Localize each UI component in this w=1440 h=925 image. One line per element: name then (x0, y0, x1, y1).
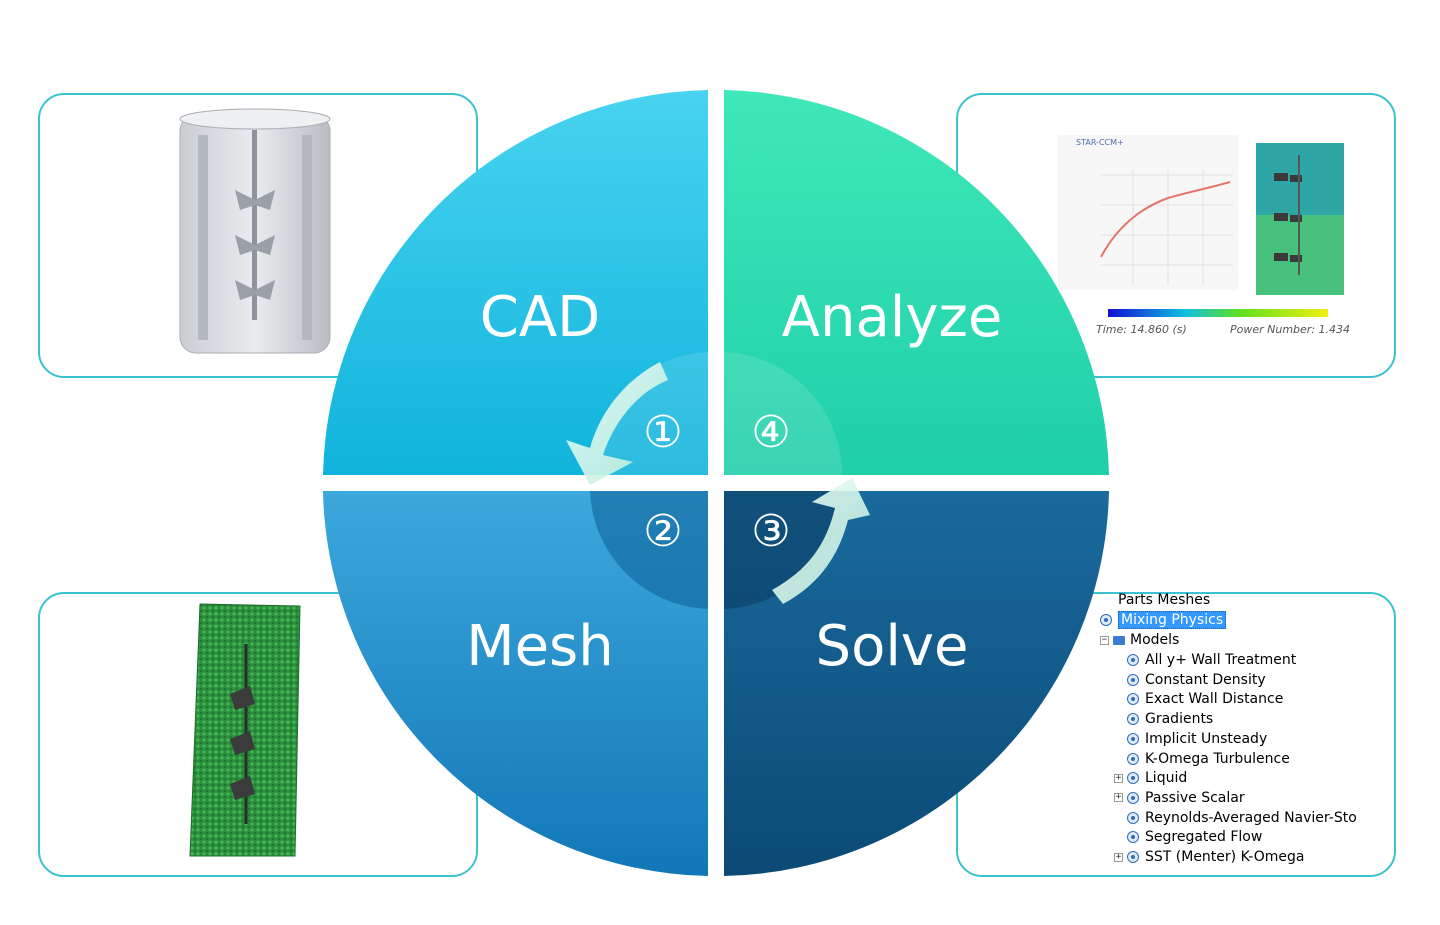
step-number-2: ② (643, 506, 682, 557)
tree-header-partial-label: Parts Meshes (1118, 592, 1211, 608)
expand-icon[interactable]: + (1114, 851, 1123, 862)
tree-item[interactable]: All y+ Wall Treatment (1114, 650, 1296, 670)
cad-tank-image (179, 108, 331, 354)
tree-item[interactable]: K-Omega Turbulence (1114, 749, 1290, 769)
hub-solve (724, 491, 842, 609)
quadrant-analyze[interactable] (724, 90, 1109, 475)
model-icon (1127, 693, 1139, 706)
tree-item-label: Constant Density (1145, 671, 1266, 688)
tree-item-label: Exact Wall Distance (1145, 691, 1284, 708)
tree-folder-models-label: Models (1130, 632, 1180, 648)
tree-root-mixing-physics-label: Mixing Physics (1118, 611, 1227, 629)
tree-item-label: All y+ Wall Treatment (1145, 652, 1297, 668)
tree-item-label: Reynolds-Averaged Navier-Sto (1145, 809, 1357, 826)
hub-mesh (590, 491, 708, 609)
mesh-image (189, 603, 301, 857)
tree-item[interactable]: Constant Density (1114, 670, 1266, 690)
model-icon (1127, 791, 1139, 804)
step-number-4: ④ (751, 407, 790, 458)
quadrant-mesh[interactable] (323, 491, 708, 876)
tree-item-label: K-Omega Turbulence (1145, 750, 1290, 767)
tree-item[interactable]: Segregated Flow (1114, 827, 1262, 847)
label-analyze: Analyze (782, 285, 1003, 350)
power-curve (1100, 181, 1231, 258)
model-icon (1127, 654, 1139, 666)
physics-icon (1100, 614, 1112, 626)
starccm-logo-text: STAR-CCM+ (1076, 138, 1124, 147)
arrow-cad-to-mesh (566, 362, 668, 485)
tree-item-label: Implicit Unsteady (1145, 730, 1268, 747)
tree-header-partial[interactable]: Parts Meshes (1118, 590, 1210, 610)
expand-icon[interactable]: + (1114, 772, 1123, 783)
model-icon (1127, 752, 1139, 765)
tree-item-label: Liquid (1145, 770, 1188, 787)
tree-item[interactable]: + SST (Menter) K-Omega (1114, 847, 1304, 867)
tree-item[interactable]: + Passive Scalar (1114, 788, 1245, 808)
step-number-1: ① (643, 407, 682, 458)
tree-item[interactable]: + Liquid (1114, 768, 1187, 788)
model-icon (1127, 732, 1139, 745)
time-readout: Time: 14.860 (s) (1096, 323, 1187, 336)
analyze-image-card: STAR-CCM+ Time: 14.860 (s) Power Number:… (956, 93, 1396, 378)
tree-item[interactable]: Exact Wall Distance (1114, 689, 1283, 709)
tree-item-label: Passive Scalar (1145, 789, 1245, 806)
arrow-solve-to-analyze (772, 478, 870, 604)
tree-item-label: Segregated Flow (1145, 829, 1263, 846)
power-readout: Power Number: 1.434 (1230, 323, 1350, 336)
model-icon (1127, 811, 1139, 824)
tree-item-label: Gradients (1145, 711, 1214, 728)
tree-item-label: SST (Menter) K-Omega (1145, 849, 1305, 865)
tree-folder-models[interactable]: − Models (1100, 630, 1179, 650)
expand-icon[interactable]: + (1114, 792, 1123, 803)
tree-item[interactable]: Implicit Unsteady (1114, 729, 1267, 749)
quadrant-solve[interactable] (724, 491, 1109, 876)
folder-icon (1113, 635, 1125, 645)
tree-root-mixing-physics[interactable]: Mixing Physics (1100, 610, 1227, 630)
label-cad: CAD (480, 285, 601, 350)
model-icon (1127, 831, 1139, 844)
collapse-icon[interactable]: − (1100, 634, 1109, 645)
tree-item[interactable]: Reynolds-Averaged Navier-Sto (1114, 808, 1357, 828)
cad-image-card (38, 93, 478, 378)
model-icon (1127, 772, 1139, 785)
hub-cad (590, 352, 708, 475)
label-mesh: Mesh (466, 614, 613, 679)
step-number-3: ③ (751, 506, 790, 557)
model-icon (1127, 851, 1139, 863)
quadrant-cad[interactable] (323, 90, 708, 475)
label-solve: Solve (816, 614, 969, 679)
model-icon (1127, 713, 1139, 726)
hub-analyze (724, 352, 843, 475)
analyze-plot-image: STAR-CCM+ Time: 14.860 (s) Power Number:… (1058, 135, 1350, 336)
tree-item[interactable]: Gradients (1114, 709, 1213, 729)
model-icon (1127, 673, 1139, 686)
